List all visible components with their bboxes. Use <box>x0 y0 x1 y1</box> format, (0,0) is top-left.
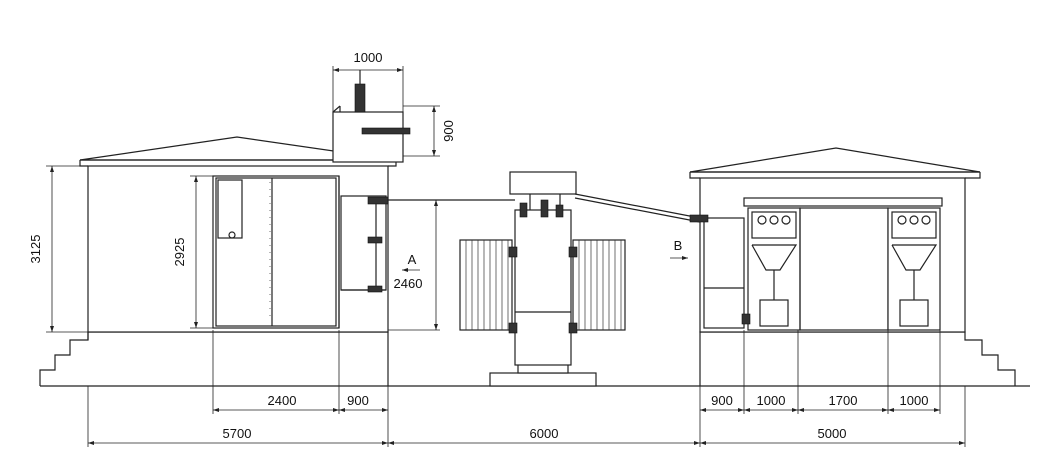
dim-cabinet-height-label: 2925 <box>172 238 187 267</box>
dim-cabinet-height: 2925 <box>172 175 213 329</box>
dim-clearance: 2460 <box>388 199 440 331</box>
view-a-marker: A <box>402 252 420 272</box>
transformer <box>459 171 701 366</box>
view-a-label: A <box>408 252 417 267</box>
dim-right-900-label: 900 <box>711 393 733 408</box>
roof-bushing-box <box>332 70 411 163</box>
dim-top-height: 900 <box>403 105 456 157</box>
dim-right-1700-label: 1700 <box>829 393 858 408</box>
view-b-marker: B <box>670 238 688 260</box>
dim-6000-label: 6000 <box>530 426 559 441</box>
left-plinth <box>39 331 389 386</box>
right-building <box>689 147 981 333</box>
left-building <box>79 136 515 333</box>
dim-overall-height: 3125 <box>28 165 88 333</box>
view-b-label: B <box>674 238 683 253</box>
dim-row-lower: 5700 6000 5000 <box>87 386 966 447</box>
dim-top-height-label: 900 <box>441 120 456 142</box>
dim-5000-label: 5000 <box>818 426 847 441</box>
dim-right-1000b-label: 1000 <box>900 393 929 408</box>
dim-overall-height-label: 3125 <box>28 235 43 264</box>
dim-top-width: 1000 <box>332 50 404 112</box>
dim-row-upper-left: 2400 900 <box>212 330 389 414</box>
right-plinth <box>699 331 1016 386</box>
transformer-base <box>489 361 597 387</box>
dim-row-upper-right: 900 1000 1700 1000 <box>699 330 941 414</box>
dim-2400-label: 2400 <box>268 393 297 408</box>
dim-5700-label: 5700 <box>223 426 252 441</box>
dim-right-1000a-label: 1000 <box>757 393 786 408</box>
dim-900-left-label: 900 <box>347 393 369 408</box>
dim-top-width-label: 1000 <box>354 50 383 65</box>
dim-clearance-label: 2460 <box>394 276 423 291</box>
